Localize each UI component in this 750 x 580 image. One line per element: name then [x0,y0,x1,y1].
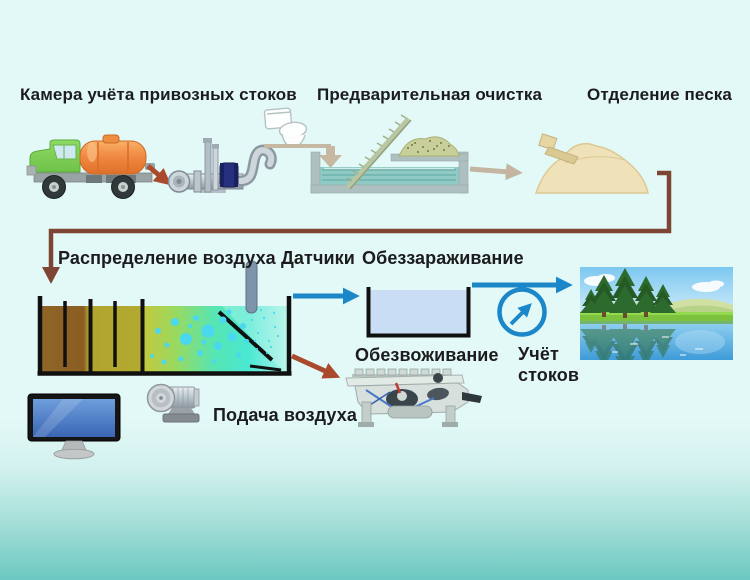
label-sensors: Датчики [281,248,355,268]
aeration-tank-icon [37,296,292,376]
vacuum-truck-icon [26,134,155,199]
air-blower-icon [146,383,200,423]
screen-tank-icon [310,114,469,194]
label-intake: Камера учёта привозных стоков [20,85,297,104]
arrow-feed-to-pretreatment [264,144,342,168]
label-flow-metering: Учёт стоков [518,344,580,385]
sensor-probe-icon [245,260,258,314]
label-pretreatment: Предварительная очистка [317,85,543,104]
arrow-aeration-to-press [290,353,341,379]
label-air-distribution: Распределение воздуха [58,248,276,268]
arrow-truck-to-pump [146,164,172,186]
label-sand-separation: Отделение песка [587,85,732,104]
arrow-pretreatment-to-sand [469,163,523,181]
sand-pile-icon [534,133,649,194]
intake-pump-icon [167,138,277,193]
sludge-routing-line [42,170,672,284]
label-air-supply: Подача воздуха [213,405,357,425]
toilet-icon [263,107,308,148]
filter-press-icon [345,368,482,427]
air-bubbles [150,308,280,365]
computer-monitor-icon [27,393,121,460]
label-disinfection: Обеззараживание [362,248,524,268]
label-dewatering: Обезвоживание [355,345,499,365]
river-landscape-image [580,267,733,360]
disinfection-tank-icon [366,287,471,338]
flow-meter-icon [497,287,547,337]
